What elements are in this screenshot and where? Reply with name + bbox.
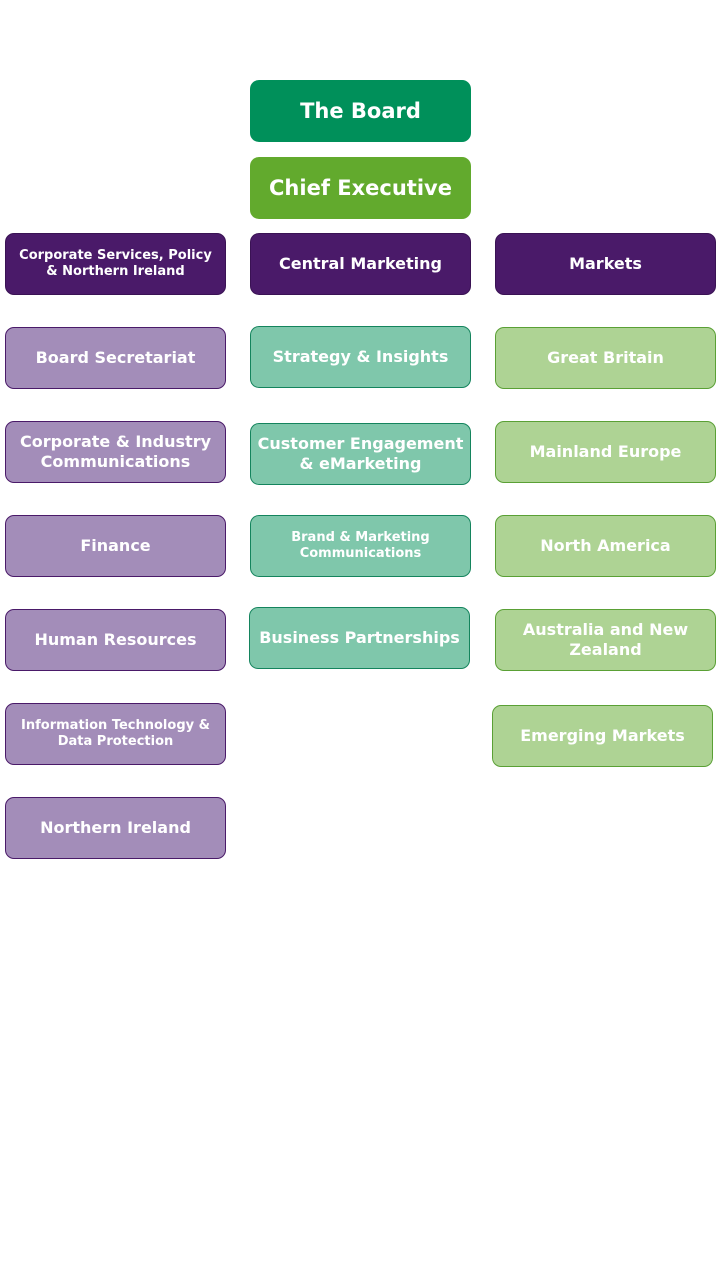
corporate-item-label: Finance	[80, 536, 151, 555]
central-marketing-head: Central Marketing	[250, 233, 471, 295]
corporate-item-label: Board Secretariat	[35, 348, 196, 367]
corporate-item-label: Information Technology & Data Protection	[21, 717, 210, 749]
the-board-box: The Board	[250, 80, 471, 142]
markets-item-label: North America	[540, 536, 671, 555]
corporate-item-information-technology: Information Technology & Data Protection	[5, 703, 226, 765]
corporate-services-head-label: Corporate Services, Policy & Northern Ir…	[19, 247, 212, 279]
corporate-item-label: Human Resources	[34, 630, 197, 649]
corporate-item-label: Northern Ireland	[40, 818, 191, 837]
markets-item-great-britain: Great Britain	[495, 327, 716, 389]
chief-executive-label: Chief Executive	[269, 175, 452, 200]
markets-item-label: Great Britain	[547, 348, 664, 367]
corporate-item-human-resources: Human Resources	[5, 609, 226, 671]
markets-item-label: Australia and New Zealand	[522, 620, 689, 659]
markets-head: Markets	[495, 233, 716, 295]
corporate-item-northern-ireland: Northern Ireland	[5, 797, 226, 859]
corporate-item-finance: Finance	[5, 515, 226, 577]
chief-executive-box: Chief Executive	[250, 157, 471, 219]
central-marketing-item-business-partnerships: Business Partnerships	[249, 607, 470, 669]
central-marketing-item-customer-engagement: Customer Engagement & eMarketing	[250, 423, 471, 485]
markets-item-mainland-europe: Mainland Europe	[495, 421, 716, 483]
markets-item-emerging-markets: Emerging Markets	[492, 705, 713, 767]
markets-item-label: Mainland Europe	[529, 442, 682, 461]
corporate-item-corporate-industry-communications: Corporate & Industry Communications	[5, 421, 226, 483]
markets-item-australia-new-zealand: Australia and New Zealand	[495, 609, 716, 671]
markets-item-north-america: North America	[495, 515, 716, 577]
central-marketing-item-label: Business Partnerships	[259, 628, 460, 647]
markets-item-label: Emerging Markets	[520, 726, 685, 745]
central-marketing-item-brand-marketing: Brand & Marketing Communications	[250, 515, 471, 577]
corporate-services-head: Corporate Services, Policy & Northern Ir…	[5, 233, 226, 295]
central-marketing-item-label: Strategy & Insights	[272, 347, 449, 366]
central-marketing-head-label: Central Marketing	[278, 254, 443, 273]
central-marketing-item-label: Customer Engagement & eMarketing	[257, 434, 464, 473]
corporate-item-board-secretariat: Board Secretariat	[5, 327, 226, 389]
the-board-label: The Board	[300, 98, 421, 123]
markets-head-label: Markets	[569, 254, 642, 273]
central-marketing-item-label: Brand & Marketing Communications	[291, 529, 430, 561]
central-marketing-item-strategy-insights: Strategy & Insights	[250, 326, 471, 388]
corporate-item-label: Corporate & Industry Communications	[19, 432, 212, 471]
